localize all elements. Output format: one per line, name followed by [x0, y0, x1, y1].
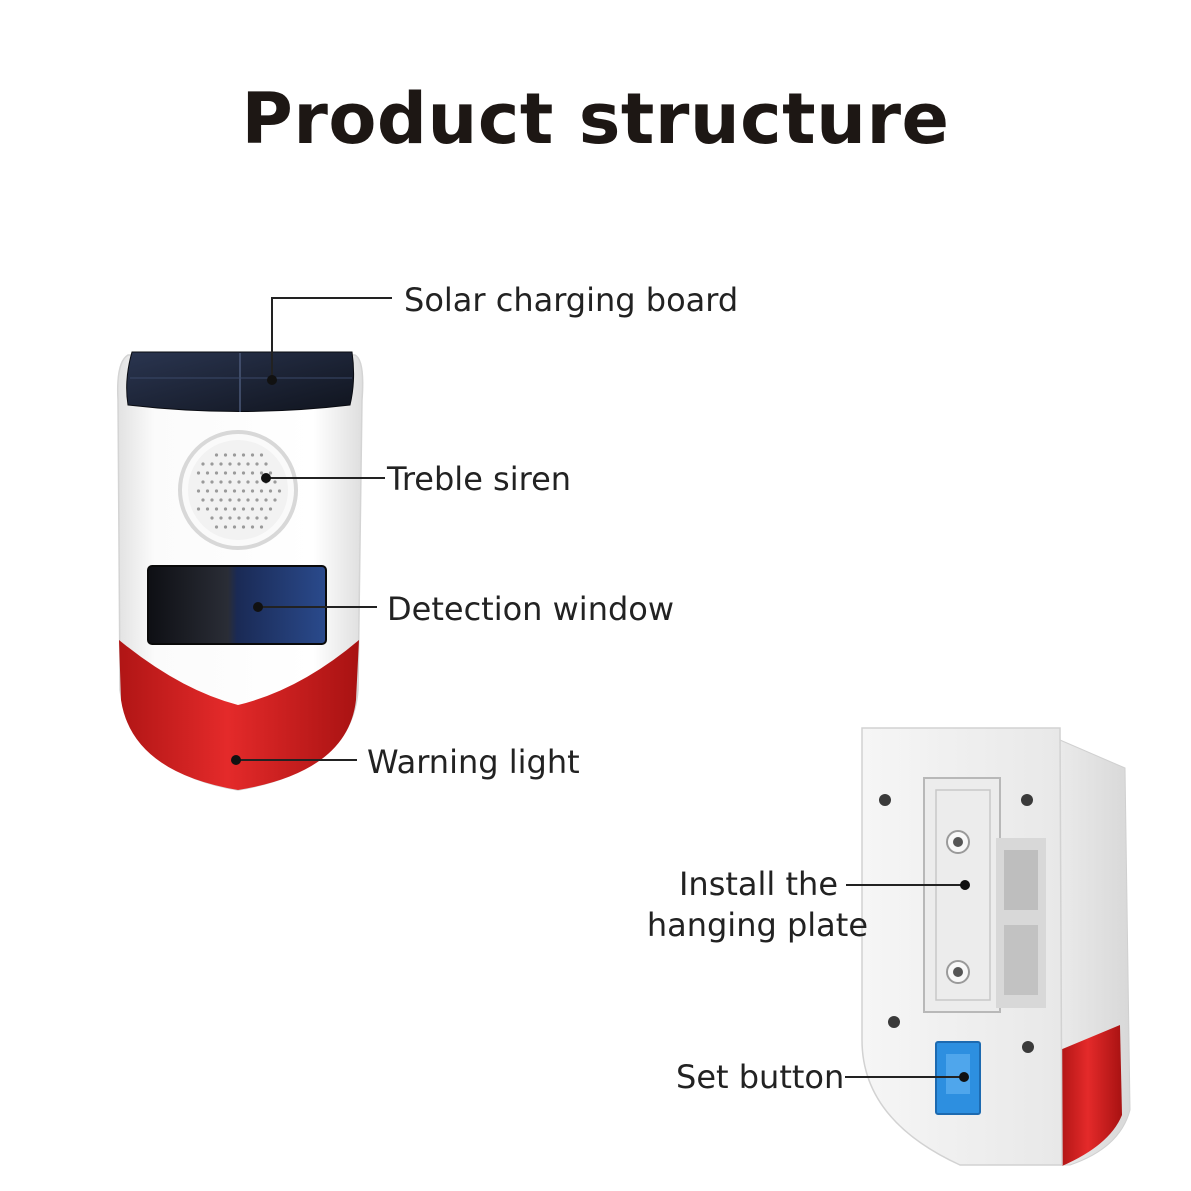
label-detection-window: Detection window — [387, 590, 675, 628]
screw-hole — [1021, 794, 1033, 806]
label-warning-light: Warning light — [367, 743, 580, 781]
warning-light-shell — [119, 640, 359, 790]
label-treble-siren: Treble siren — [387, 460, 572, 498]
leader-dots — [231, 375, 970, 1082]
label-solar-charging-board: Solar charging board — [404, 281, 739, 319]
label-install-line-2: hanging plate — [646, 906, 868, 944]
screw-hole — [888, 1016, 900, 1028]
label-install-hanging-plate: Install the hanging plate — [600, 864, 868, 946]
label-set-button: Set button — [676, 1058, 845, 1096]
hanging-plate — [923, 777, 1001, 1013]
detection-window-lens — [147, 565, 327, 645]
screw-hole — [879, 794, 891, 806]
side-red-light — [1060, 1025, 1122, 1166]
label-install-line-1: Install the — [678, 865, 838, 903]
screw-hole — [1022, 1041, 1034, 1053]
leader-lines — [236, 297, 965, 1078]
back-device — [861, 727, 1131, 1166]
front-device — [116, 351, 364, 791]
page-title: Product structure — [241, 78, 950, 160]
